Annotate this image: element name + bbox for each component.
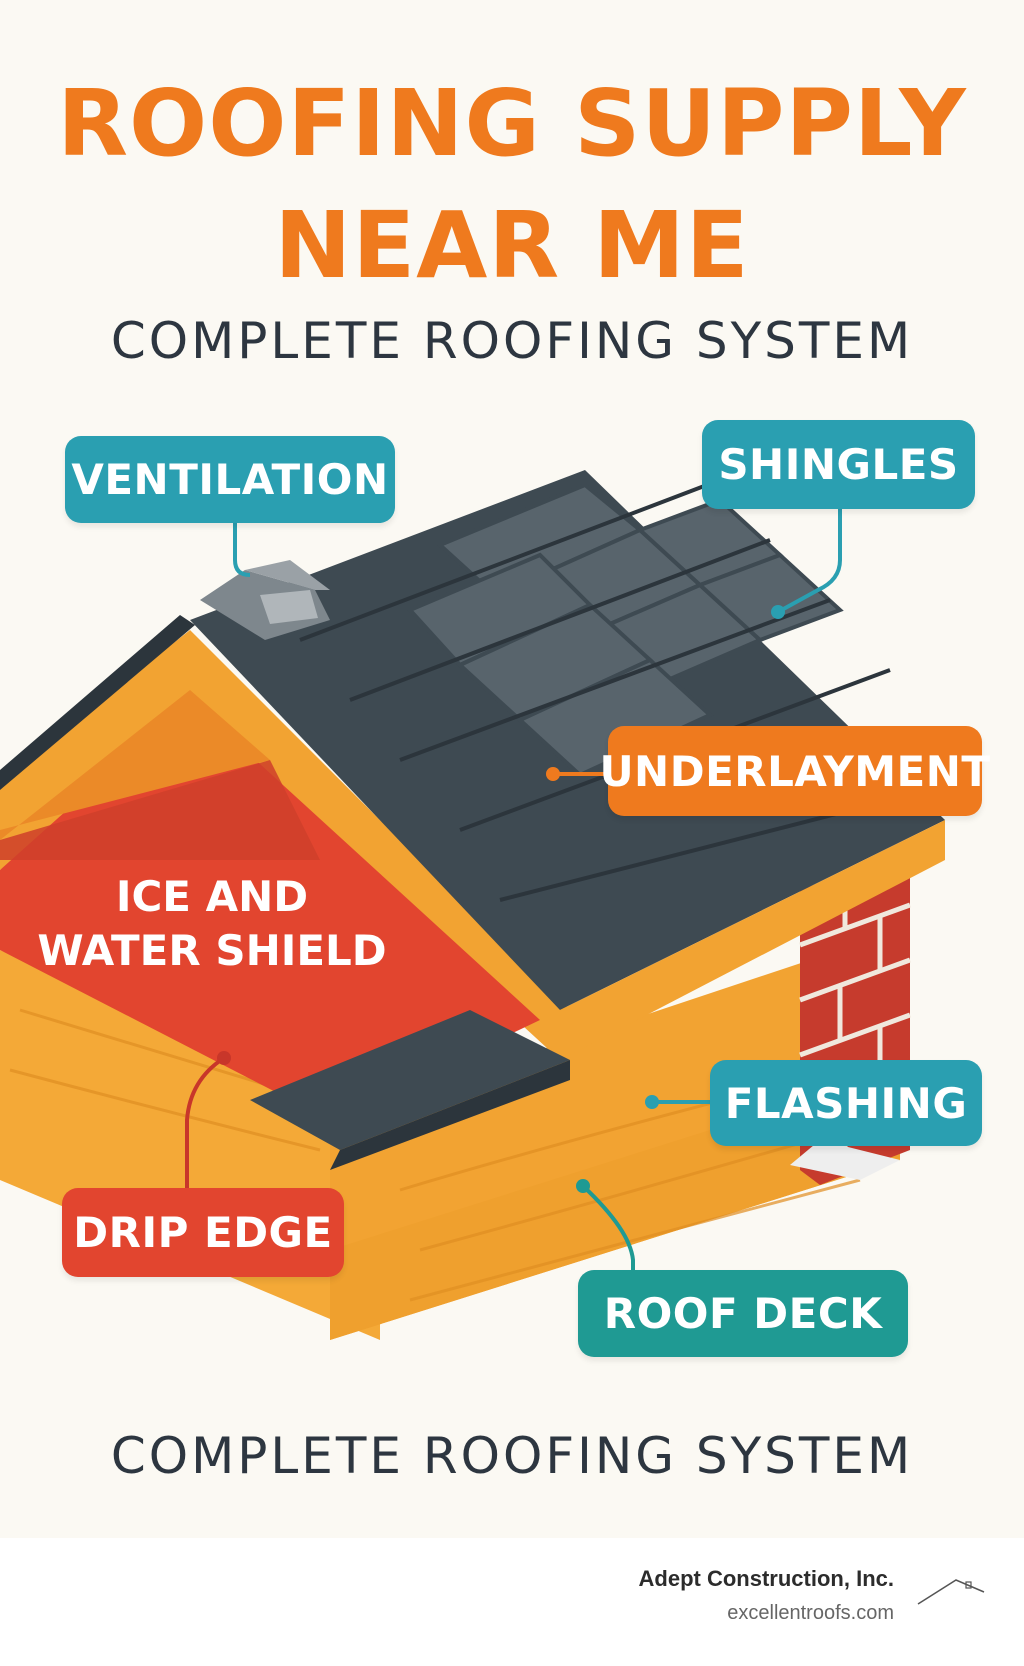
title-line-1: ROOFING SUPPLY	[57, 70, 967, 177]
ridge-vent	[200, 560, 330, 640]
chimney-base	[790, 1140, 900, 1180]
website-link[interactable]: excellentroofs.com	[727, 1602, 894, 1624]
roof-lower-edge	[330, 1060, 570, 1170]
ice-water-shield-label: ICE AND WATER SHIELD	[22, 870, 402, 978]
company-name: Adept Construction, Inc.	[638, 1566, 894, 1591]
roof-left-eave	[0, 615, 195, 790]
subtitle: COMPLETE ROOFING SYSTEM	[110, 312, 914, 370]
roof-deck-label: ROOF DECK	[578, 1270, 908, 1357]
shingles-label: SHINGLES	[702, 420, 975, 509]
flashing-label: FLASHING	[710, 1060, 982, 1146]
title-line-2: NEAR ME	[274, 192, 750, 299]
ice-water-shield-line-2: WATER SHIELD	[37, 926, 387, 975]
connector-dots	[217, 605, 785, 1193]
underlayment-label: UNDERLAYMENT	[599, 726, 990, 816]
ice-water-shield-line-1: ICE AND	[115, 872, 309, 921]
connectors	[185, 508, 842, 1271]
roof-diagram	[0, 470, 945, 1340]
roof-lower	[250, 1010, 570, 1150]
ventilation-label: VENTILATION	[65, 436, 395, 523]
drip-edge-label: DRIP EDGE	[62, 1188, 344, 1277]
footer	[0, 1538, 1024, 1666]
house-logo-icon	[917, 1579, 985, 1605]
gable-top-shade	[0, 690, 270, 840]
gable-mid-shade	[0, 760, 320, 860]
roof-fascia	[560, 820, 945, 1060]
bottom-subtitle: COMPLETE ROOFING SYSTEM	[110, 1427, 914, 1485]
